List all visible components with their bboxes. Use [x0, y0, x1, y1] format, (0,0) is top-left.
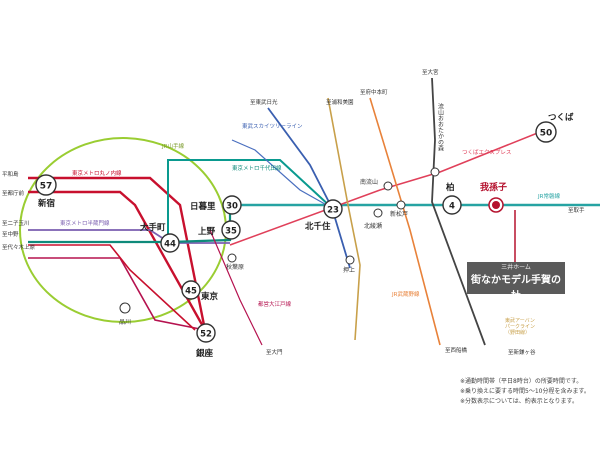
svg-text:大手町: 大手町 — [140, 222, 166, 233]
term-urawa: 至浦和美園 — [326, 98, 354, 106]
tozai-line — [167, 159, 333, 245]
station-shinmatsudo — [396, 200, 406, 210]
station-kashiwa: 4 柏 — [442, 182, 462, 215]
label-joban: JR常磐線 — [537, 192, 560, 200]
musashino-line — [369, 97, 441, 346]
term-nishishinjuku: 至都庁前 — [2, 189, 25, 197]
callout-title: 街なかモデル手賀の杜 — [471, 275, 561, 302]
svg-text:4: 4 — [449, 202, 455, 212]
term-shinkamagaya: 至新鎌ヶ谷 — [508, 348, 536, 356]
station-nagareyama-otaka-label: 流山おおたかの森 — [437, 102, 444, 152]
urban-park-line — [327, 97, 361, 341]
marunouchi-line-2 — [28, 190, 207, 331]
svg-text:30: 30 — [226, 202, 238, 212]
station-shinjuku: 57 新宿 — [35, 174, 57, 209]
term-toride: 至取手 — [568, 206, 585, 214]
hanzomon-line — [28, 229, 230, 244]
svg-text:45: 45 — [185, 287, 197, 297]
svg-text:つくば: つくば — [548, 112, 574, 123]
mita-line — [231, 139, 333, 209]
oedo-vertical — [209, 229, 263, 346]
label-yamanote: JR山手線 — [161, 142, 184, 150]
ginza-line — [28, 244, 196, 331]
term-kojimachi: 至二子玉川 — [2, 220, 30, 227]
station-ueno: 35 上野 — [198, 220, 241, 240]
svg-text:50: 50 — [540, 129, 553, 139]
term-nakano: 至中野 — [2, 230, 19, 238]
station-tokyo: 45 東京 — [181, 280, 219, 302]
station-kitaayase-label: 北綾瀬 — [364, 222, 382, 230]
station-ginza: 52 銀座 — [195, 323, 216, 359]
svg-text:上野: 上野 — [198, 226, 216, 237]
marunouchi-line — [28, 176, 207, 331]
svg-text:北千住: 北千住 — [305, 221, 331, 232]
note-1: ※通勤時間帯（平日8時台）の所要時間です。 — [460, 378, 583, 385]
term-fuchu: 至府中本町 — [360, 88, 388, 96]
station-akihabara-label: 秋葉原 — [226, 263, 244, 271]
svg-text:35: 35 — [225, 227, 237, 237]
callout-brand: 三井ホーム — [501, 264, 531, 271]
svg-text:57: 57 — [40, 182, 53, 192]
station-oshiage — [345, 255, 355, 265]
station-tsukuba: 50 つくば — [535, 112, 574, 143]
station-nagareyama-otaka — [430, 167, 440, 177]
station-nippori: 30 日暮里 — [190, 195, 242, 215]
tsukuba-ex-line — [229, 129, 546, 246]
label-chiyoda: 東京メトロ千代田線 — [232, 164, 282, 172]
station-otemachi: 44 大手町 — [140, 222, 180, 253]
label-urban-park: 東武アーバンパークライン（野田線） — [505, 317, 535, 336]
term-mitaka: 至代々木上原 — [2, 243, 36, 251]
station-oshiage-label: 押上 — [343, 266, 355, 274]
svg-text:23: 23 — [327, 206, 339, 216]
svg-text:我孫子: 我孫子 — [480, 181, 507, 193]
footnotes: ※通勤時間帯（平日8時台）の所要時間です。 ※乗り換えに要する時間5〜10分程を… — [460, 377, 598, 407]
label-oedo: 都営大江戸線 — [258, 300, 292, 308]
term-ginza-end: 至大門 — [266, 348, 283, 356]
svg-text:44: 44 — [164, 240, 176, 250]
label-skytree: 東武スカイツリーライン — [242, 122, 303, 130]
label-hanzomon: 東京メトロ半蔵門線 — [60, 219, 110, 227]
svg-text:52: 52 — [200, 330, 212, 340]
svg-text:日暮里: 日暮里 — [190, 201, 216, 212]
term-hirate: 平和島 — [2, 170, 19, 178]
term-funabashi: 至西船橋 — [445, 346, 468, 354]
station-minaminagareyama-label: 南流山 — [360, 178, 378, 186]
label-tsukuba-ex: つくばエクスプレス — [462, 148, 511, 156]
term-omiya: 至大宮 — [422, 68, 439, 76]
svg-text:銀座: 銀座 — [195, 348, 214, 359]
station-abiko: 我孫子 — [480, 181, 507, 213]
note-2: ※乗り換えに要する時間5〜10分程を含みます。 — [460, 388, 590, 395]
svg-text:新宿: 新宿 — [38, 198, 56, 209]
svg-text:東京: 東京 — [201, 291, 219, 302]
svg-text:柏: 柏 — [446, 182, 455, 193]
station-shinagawa — [119, 302, 131, 314]
note-3: ※分数表示については、約表示となります。 — [460, 398, 578, 405]
oedo-line — [28, 257, 206, 331]
station-akihabara — [227, 253, 237, 263]
term-tobu-top: 至東武日光 — [250, 98, 278, 106]
station-kitasenju: 23 北千住 — [305, 199, 343, 232]
station-kitaayase — [373, 208, 383, 218]
station-shinmatsudo-label: 新松戸 — [390, 210, 408, 218]
label-marunouchi: 東京メトロ丸ノ内線 — [72, 169, 122, 177]
label-musashino: JR武蔵野線 — [391, 290, 420, 298]
station-shinagawa-label: 品川 — [119, 319, 131, 326]
station-minaminagareyama — [383, 181, 393, 191]
model-house-callout: 三井ホーム 街なかモデル手賀の杜 — [467, 262, 565, 302]
skytree-line — [267, 107, 351, 269]
